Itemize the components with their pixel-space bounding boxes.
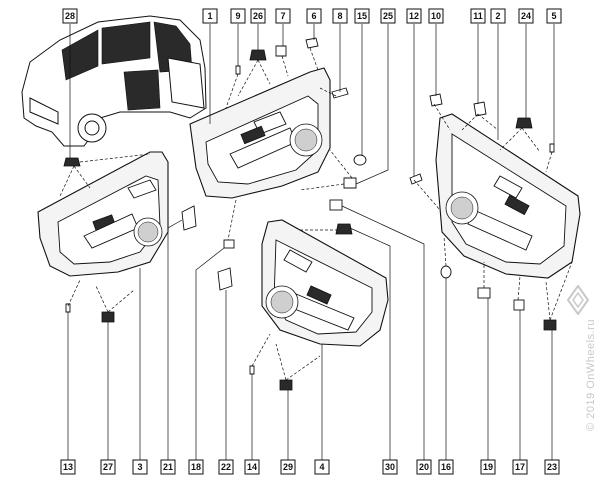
callout-26[interactable]: 26 <box>250 8 266 24</box>
callout-27[interactable]: 27 <box>100 459 116 475</box>
callout-22[interactable]: 22 <box>218 459 234 475</box>
svg-text:15: 15 <box>357 11 367 21</box>
callout-24[interactable]: 24 <box>518 8 534 24</box>
svg-text:20: 20 <box>419 462 429 472</box>
callout-8[interactable]: 8 <box>332 8 348 24</box>
door-panel-front-right <box>261 219 389 347</box>
car-overview <box>21 15 207 147</box>
callout-3[interactable]: 3 <box>132 459 148 475</box>
loose-parts <box>63 37 557 391</box>
callout-20[interactable]: 20 <box>416 459 432 475</box>
svg-text:8: 8 <box>337 11 342 21</box>
callout-14[interactable]: 14 <box>244 459 260 475</box>
callout-15[interactable]: 15 <box>354 8 370 24</box>
callout-2[interactable]: 2 <box>490 8 506 24</box>
callout-23[interactable]: 23 <box>544 459 560 475</box>
watermark-text: © 2019 OnWheels.ru <box>585 319 597 431</box>
svg-text:24: 24 <box>521 11 531 21</box>
assembly-lines <box>59 47 573 381</box>
svg-text:14: 14 <box>247 462 257 472</box>
callout-25[interactable]: 25 <box>380 8 396 24</box>
svg-text:18: 18 <box>191 462 201 472</box>
door-panel-front-left <box>37 151 169 277</box>
svg-text:4: 4 <box>319 462 324 472</box>
bottom-callout-row: 13 27 3 21 18 22 14 29 4 30 20 16 19 17 … <box>60 459 560 475</box>
callout-30[interactable]: 30 <box>382 459 398 475</box>
callout-21[interactable]: 21 <box>160 459 176 475</box>
svg-text:13: 13 <box>63 462 73 472</box>
svg-text:10: 10 <box>431 11 441 21</box>
renault-logo <box>566 285 590 315</box>
callout-9[interactable]: 9 <box>230 8 246 24</box>
callout-10[interactable]: 10 <box>428 8 444 24</box>
svg-text:25: 25 <box>383 11 393 21</box>
svg-text:16: 16 <box>441 462 451 472</box>
svg-text:1: 1 <box>207 11 212 21</box>
callout-4[interactable]: 4 <box>314 459 330 475</box>
callout-18[interactable]: 18 <box>188 459 204 475</box>
callout-5[interactable]: 5 <box>546 8 562 24</box>
svg-text:26: 26 <box>253 11 263 21</box>
door-panel-rear-left <box>189 67 331 199</box>
svg-text:30: 30 <box>385 462 395 472</box>
callout-29[interactable]: 29 <box>280 459 296 475</box>
svg-text:2: 2 <box>495 11 500 21</box>
svg-text:21: 21 <box>163 462 173 472</box>
svg-text:12: 12 <box>409 11 419 21</box>
svg-text:17: 17 <box>515 462 525 472</box>
svg-text:5: 5 <box>551 11 556 21</box>
svg-text:11: 11 <box>473 11 483 21</box>
svg-text:22: 22 <box>221 462 231 472</box>
callout-12[interactable]: 12 <box>406 8 422 24</box>
callout-13[interactable]: 13 <box>60 459 76 475</box>
callout-28[interactable]: 28 <box>62 8 78 24</box>
callout-6[interactable]: 6 <box>306 8 322 24</box>
top-callout-row: 28 1 9 26 7 6 8 15 25 12 10 11 2 24 5 <box>62 8 562 24</box>
callout-7[interactable]: 7 <box>275 8 291 24</box>
copyright-watermark: © 2019 OnWheels.ru <box>584 270 598 480</box>
svg-text:29: 29 <box>283 462 293 472</box>
svg-text:19: 19 <box>483 462 493 472</box>
callout-17[interactable]: 17 <box>512 459 528 475</box>
callout-1[interactable]: 1 <box>202 8 218 24</box>
svg-text:23: 23 <box>547 462 557 472</box>
svg-text:27: 27 <box>103 462 113 472</box>
svg-text:28: 28 <box>65 11 75 21</box>
leader-lines <box>67 24 555 460</box>
svg-text:3: 3 <box>137 462 142 472</box>
svg-text:6: 6 <box>311 11 316 21</box>
door-panel-rear-right <box>435 113 581 279</box>
callout-19[interactable]: 19 <box>480 459 496 475</box>
svg-text:9: 9 <box>235 11 240 21</box>
svg-text:7: 7 <box>280 11 285 21</box>
callout-11[interactable]: 11 <box>470 8 486 24</box>
callout-16[interactable]: 16 <box>438 459 454 475</box>
